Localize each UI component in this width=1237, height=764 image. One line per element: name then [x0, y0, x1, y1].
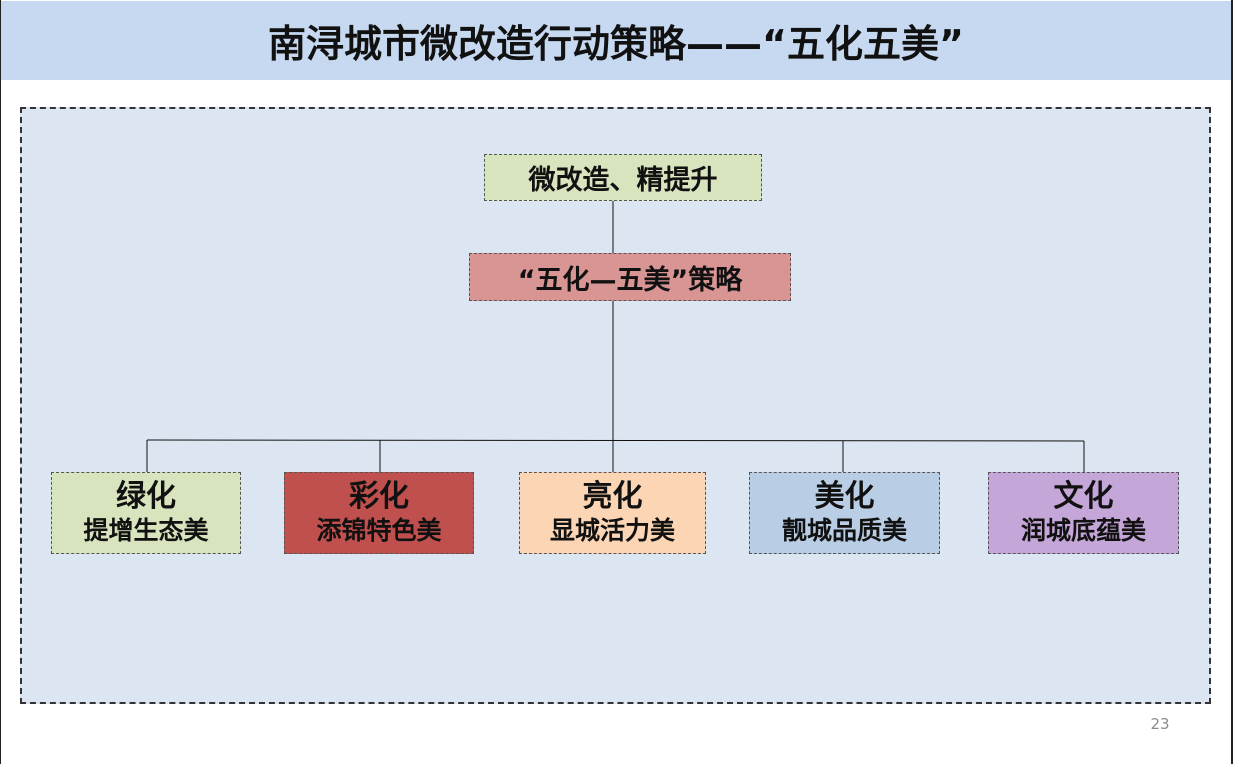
slide-border-right — [1231, 0, 1233, 764]
root-node-label: 微改造、精提升 — [528, 165, 718, 196]
leaf-sub-label: 添锦特色美 — [316, 516, 442, 545]
root-node: 微改造、精提升 — [484, 154, 762, 201]
strategy-node-label: “五化—五美”策略 — [517, 264, 743, 296]
leaf-sub-label: 提增生态美 — [83, 516, 209, 545]
leaf-main-label: 彩化 — [349, 479, 409, 514]
leaf-node-beautifying: 美化 靓城品质美 — [749, 472, 940, 554]
leaf-node-culture: 文化 润城底蕴美 — [988, 472, 1179, 554]
leaf-main-label: 亮化 — [582, 479, 643, 514]
leaf-sub-label: 润城底蕴美 — [1020, 516, 1146, 545]
leaf-main-label: 绿化 — [116, 479, 176, 514]
slide-border-left — [0, 0, 1, 764]
leaf-main-label: 美化 — [814, 479, 875, 514]
leaf-sub-label: 靓城品质美 — [781, 516, 907, 545]
strategy-node: “五化—五美”策略 — [469, 253, 791, 301]
leaf-node-greening: 绿化 提增生态美 — [51, 472, 241, 554]
slide-title: 南浔城市微改造行动策略——“五化五美” — [268, 22, 964, 66]
leaf-node-coloring: 彩化 添锦特色美 — [284, 472, 474, 554]
title-bar: 南浔城市微改造行动策略——“五化五美” — [1, 1, 1231, 80]
page-number: 23 — [1150, 715, 1170, 733]
diagram-canvas — [20, 107, 1211, 704]
leaf-sub-label: 显城活力美 — [549, 516, 675, 545]
leaf-node-lighting: 亮化 显城活力美 — [519, 472, 706, 554]
leaf-main-label: 文化 — [1053, 479, 1114, 514]
connector-horizontal-bus — [146, 439, 1085, 442]
